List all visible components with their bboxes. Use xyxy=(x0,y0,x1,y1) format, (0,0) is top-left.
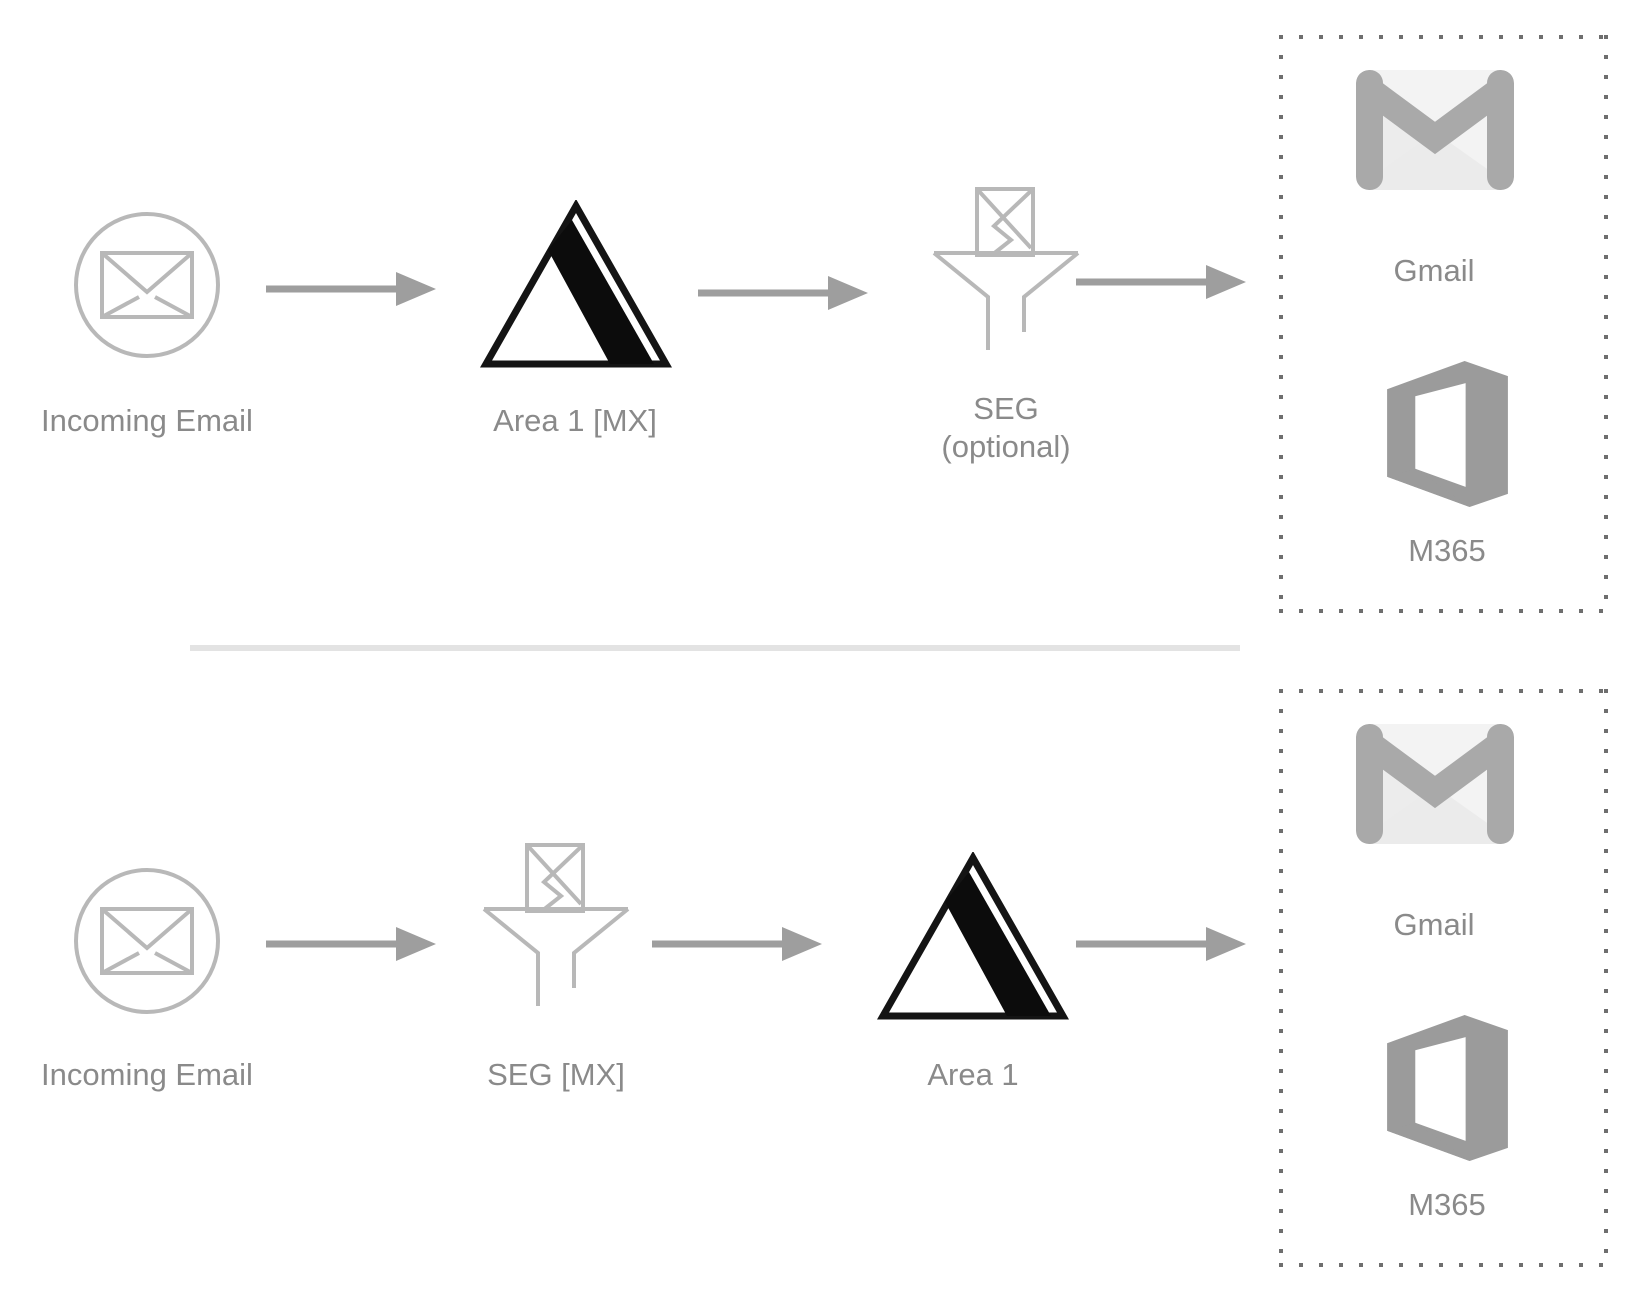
incoming-email-label: Incoming Email xyxy=(41,1057,253,1092)
dotted-border xyxy=(1279,35,1608,39)
seg-optional-label: (optional) xyxy=(941,429,1071,464)
dotted-border xyxy=(1279,609,1608,613)
flow-arrow xyxy=(1076,927,1246,961)
flow-arrow xyxy=(698,276,868,310)
area1-triangle-logo-icon xyxy=(480,200,672,368)
incoming-email-icon xyxy=(74,868,220,1014)
seg-funnel-icon xyxy=(482,843,630,1006)
dotted-border xyxy=(1279,689,1608,693)
seg-mx-label: SEG [MX] xyxy=(487,1057,625,1092)
dotted-border xyxy=(1279,1263,1608,1267)
flow-separator xyxy=(190,645,1240,651)
dotted-border xyxy=(1279,35,1283,613)
area1-label: Area 1 xyxy=(927,1057,1019,1092)
m365-label: M365 xyxy=(1408,1187,1486,1222)
dotted-border xyxy=(1604,35,1608,613)
seg-funnel-icon xyxy=(932,187,1080,350)
flow-arrow xyxy=(1076,265,1246,299)
gmail-icon xyxy=(1356,724,1514,844)
area1-triangle-logo-icon xyxy=(877,852,1069,1020)
gmail-icon xyxy=(1356,70,1514,190)
dotted-border xyxy=(1604,689,1608,1267)
m365-icon xyxy=(1387,1015,1508,1161)
destination-group xyxy=(1279,35,1608,613)
area1-mx-label: Area 1 [MX] xyxy=(493,403,657,438)
gmail-label: Gmail xyxy=(1393,907,1475,942)
seg-label: SEG xyxy=(973,391,1039,426)
incoming-email-icon xyxy=(74,212,220,358)
gmail-label: Gmail xyxy=(1393,253,1475,288)
flow-arrow xyxy=(266,927,436,961)
m365-label: M365 xyxy=(1408,533,1486,568)
m365-icon xyxy=(1387,361,1508,507)
flow-arrow xyxy=(266,272,436,306)
dotted-border xyxy=(1279,689,1283,1267)
incoming-email-label: Incoming Email xyxy=(41,403,253,438)
destination-group xyxy=(1279,689,1608,1267)
flow-arrow xyxy=(652,927,822,961)
